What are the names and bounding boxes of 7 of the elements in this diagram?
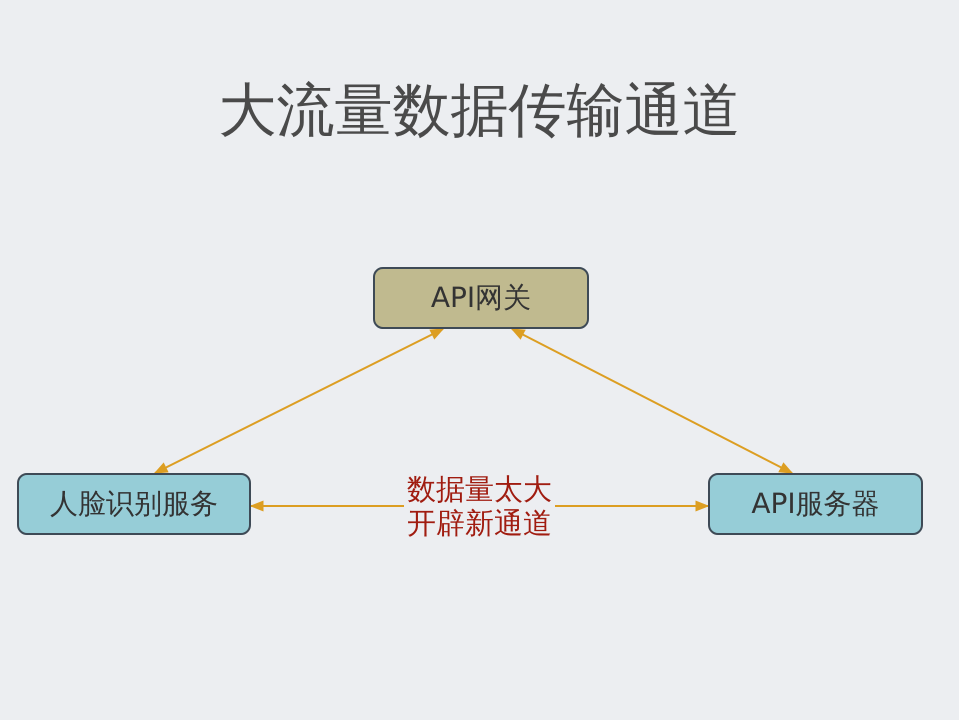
double-arrow [510,328,794,474]
double-arrow [154,328,444,474]
service-box: API服务器 [708,473,923,535]
service-box: API网关 [373,267,589,329]
title: 大流量数据传输通道 [218,75,742,146]
service-box: 人脸识别服务 [17,473,251,535]
edge-label: 数据量太大开辟新通道 [404,472,555,540]
